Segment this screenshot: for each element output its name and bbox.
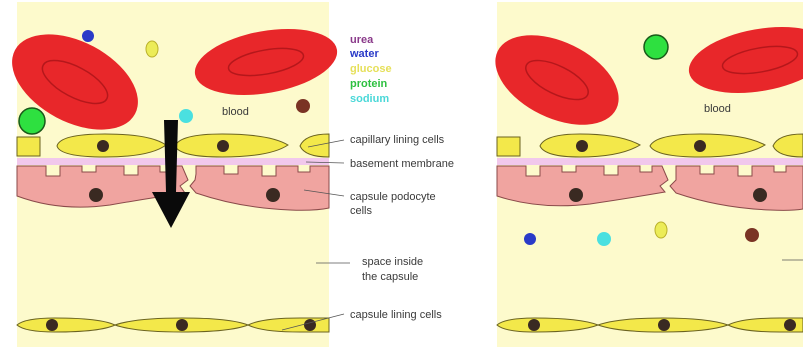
sodium-molecule xyxy=(179,109,193,123)
blood-label-right: blood xyxy=(704,103,731,115)
basement-membrane xyxy=(497,158,803,165)
nucleus xyxy=(97,140,109,152)
space-label-line2: the capsule xyxy=(362,271,418,283)
protein-molecule xyxy=(19,108,45,134)
left-panel: blood xyxy=(0,2,342,347)
nucleus xyxy=(784,319,796,331)
legend: urea water glucose protein sodium xyxy=(349,34,392,105)
legend-urea: urea xyxy=(350,34,374,46)
nucleus xyxy=(266,188,280,202)
capsule-lining-label: capsule lining cells xyxy=(350,309,442,321)
legend-water: water xyxy=(349,48,379,60)
sodium-molecule xyxy=(597,232,611,246)
nucleus xyxy=(753,188,767,202)
glucose-molecule xyxy=(146,41,158,57)
legend-sodium: sodium xyxy=(350,93,389,105)
podocyte-label-line1: capsule podocyte xyxy=(350,191,436,203)
urea-molecule xyxy=(296,99,310,113)
nucleus xyxy=(217,140,229,152)
legend-glucose: glucose xyxy=(350,63,392,75)
capsule-lining-cells xyxy=(497,318,803,332)
basement-membrane-label: basement membrane xyxy=(350,158,454,170)
nucleus xyxy=(528,319,540,331)
nucleus xyxy=(576,140,588,152)
podocyte-label-line2: cells xyxy=(350,205,373,217)
blood-label: blood xyxy=(222,106,249,118)
protein-molecule xyxy=(644,35,668,59)
nucleus xyxy=(176,319,188,331)
water-molecule xyxy=(524,233,536,245)
nucleus xyxy=(304,319,316,331)
nucleus xyxy=(89,188,103,202)
space-label-line1: space inside xyxy=(362,256,423,268)
nucleus xyxy=(46,319,58,331)
legend-protein: protein xyxy=(350,78,388,90)
nucleus xyxy=(569,188,583,202)
nucleus xyxy=(694,140,706,152)
right-panel: blood xyxy=(481,2,803,347)
glucose-molecule xyxy=(655,222,667,238)
capillary-lining-label: capillary lining cells xyxy=(350,134,445,146)
water-molecule xyxy=(82,30,94,42)
urea-molecule xyxy=(745,228,759,242)
nucleus xyxy=(658,319,670,331)
